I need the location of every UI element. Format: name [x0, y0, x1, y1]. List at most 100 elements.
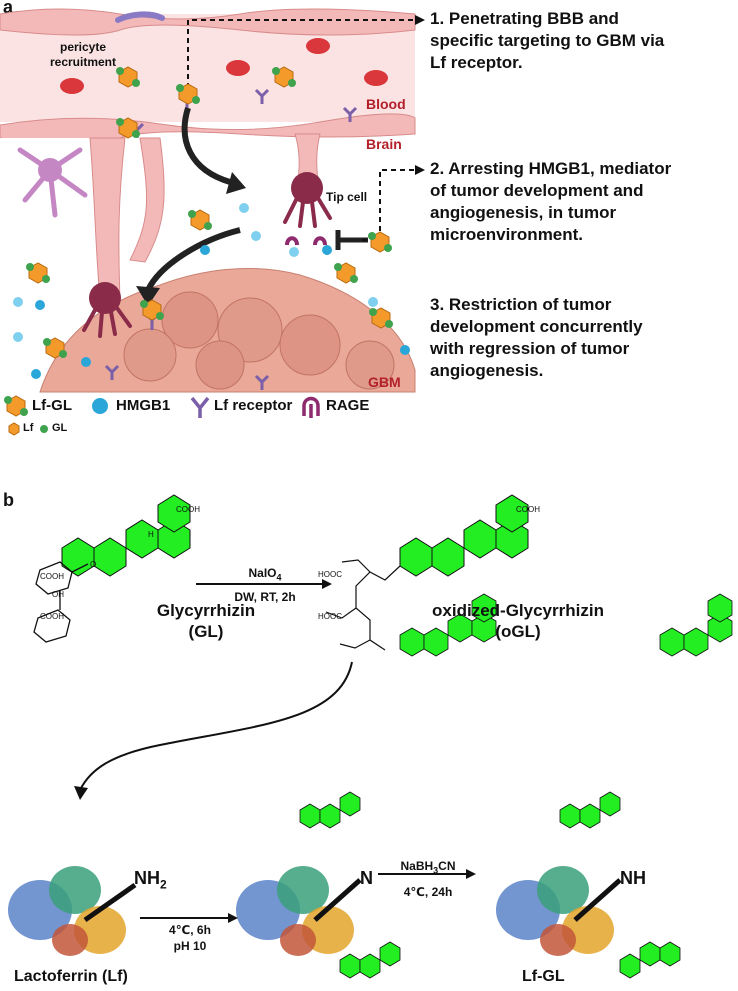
blood-label: Blood [366, 96, 406, 112]
nh2-label: NH2 [134, 868, 167, 892]
reagent-1-top: NaIO4 [248, 566, 282, 583]
step-1-line-1: 1. Penetrating BBB and [430, 9, 619, 28]
step-2-line-3: angiogenesis, in tumor [430, 203, 617, 222]
panel-b-letter: b [3, 490, 14, 510]
step-2-line-4: microenvironment. [430, 225, 584, 244]
gl-sugar-cooh-2: COOH [40, 612, 64, 621]
lfgl-particle [116, 66, 140, 88]
step-3-line-2: development concurrently [430, 317, 643, 336]
glycyrrhizin-line-1: Glycyrrhizin [156, 601, 256, 620]
rage-icon [285, 236, 299, 246]
glycyrrhizin-line-2: (GL) [188, 622, 224, 641]
legend-gl: GL [52, 422, 68, 434]
sprout-left-2 [129, 137, 165, 263]
lf-receptor-icon [254, 374, 270, 390]
cond-2-line-1: 4℃, 6h [169, 923, 211, 937]
hmgb1-dot [239, 203, 249, 213]
hmgb1-dot [81, 357, 91, 367]
oxidized-glycyrrhizin-name: oxidized-Glycyrrhizin (oGL) [408, 600, 628, 642]
reagent-1: NaIO4 DW, RT, 2h [200, 565, 330, 605]
reaction-arrow-2-head [228, 913, 238, 923]
tip-cell-filopodia [283, 196, 332, 228]
tumor-cell [161, 291, 219, 349]
hmgb1-legend-icon [92, 398, 108, 414]
cond-2-line-2: pH 10 [173, 939, 207, 953]
rbc [364, 70, 388, 86]
reagent-3-top: NaBH3CN [400, 859, 456, 876]
gl-legend-icon [40, 425, 48, 433]
rbc [226, 60, 250, 76]
legend-hmgb1: HMGB1 [116, 397, 171, 414]
callout-1-head [415, 15, 425, 25]
pericyte-label: pericyte recruitment [49, 40, 117, 69]
gl-sugars [33, 561, 89, 643]
lfgl-particle [43, 337, 67, 359]
penetration-arrowhead [226, 172, 246, 194]
gl-h-label: H [148, 530, 154, 539]
tumor-cell [123, 328, 177, 382]
nh-bond [573, 878, 622, 922]
lf-receptor-icon [342, 106, 358, 122]
callout-2-head [415, 165, 425, 175]
curved-arrow-head [74, 786, 88, 800]
step-3-line-4: angiogenesis. [430, 361, 544, 380]
legend-lfgl: Lf-GL [32, 397, 72, 414]
gl-o-label: O [90, 560, 97, 569]
astrocyte [17, 147, 88, 218]
step-2-line-1: 2. Arresting HMGB1, mediator [430, 159, 672, 178]
lfgl-particle [369, 307, 393, 329]
lfgl-legend-icon [4, 395, 28, 417]
ogl-hooc-label-2: HOOC [318, 612, 342, 621]
legend-lf: Lf [23, 422, 34, 434]
penetration-arrow [181, 107, 231, 185]
tumor-cell [345, 340, 395, 390]
reaction-arrow-1-head [322, 579, 332, 589]
legend-icons [4, 395, 320, 436]
gbm-label: GBM [368, 374, 401, 390]
brain-label: Brain [366, 136, 402, 152]
hmgb1-dot [400, 345, 410, 355]
lfgl-particle [334, 262, 358, 284]
lfgl-particle [26, 262, 50, 284]
rbc [306, 38, 330, 54]
tip-cell-label: Tip cell [326, 190, 368, 204]
step-3-line-3: with regression of tumor [430, 339, 630, 358]
callout-1 [187, 19, 415, 88]
legend-lf-receptor: Lf receptor [214, 397, 293, 414]
curved-arrow [79, 661, 353, 791]
hmgb1-dot [289, 247, 299, 257]
legend-rage: RAGE [326, 397, 370, 414]
targeting-arrow [145, 227, 241, 292]
reaction-arrow-3-head [466, 869, 476, 879]
conjugated-gl-chains [299, 593, 733, 979]
lfgl-particle [188, 209, 212, 231]
reaction-2-conditions: 4℃, 6h pH 10 [140, 922, 240, 954]
lfgl-particle [272, 66, 296, 88]
hmgb1-dot [13, 297, 23, 307]
gl-triterpene-core [61, 494, 191, 577]
lf-legend-icon [8, 422, 20, 436]
oxidized-line-2: (oGL) [495, 622, 541, 641]
tip-cell [89, 282, 121, 314]
hmgb1-dot [200, 245, 210, 255]
step-1-line-3: Lf receptor. [430, 53, 523, 72]
rbc [60, 78, 84, 94]
tumor-cell [195, 340, 245, 390]
panel-a-letter: a [3, 0, 14, 17]
step-3-line-1: 3. Restriction of tumor [430, 295, 612, 314]
hmgb1-dot [35, 300, 45, 310]
oxidized-line-1: oxidized-Glycyrrhizin [432, 601, 604, 620]
gl-cooh-label: COOH [176, 505, 200, 514]
gl-sugar-cooh-1: COOH [40, 572, 64, 581]
ogl-hooc-label: HOOC [318, 570, 342, 579]
lfgl-protein [496, 866, 614, 956]
lfgl-particle [176, 83, 200, 105]
hmgb1-dot [13, 332, 23, 342]
reagent-3-bottom: 4℃, 24h [403, 885, 453, 900]
ogl-triterpene-core [399, 494, 529, 577]
ogl-open-chains [325, 559, 401, 651]
glycyrrhizin-name: Glycyrrhizin (GL) [136, 600, 276, 642]
nh2-bond [83, 882, 137, 923]
lf-receptor-icon [254, 88, 270, 104]
ogl-cooh-label: COOH [516, 505, 540, 514]
